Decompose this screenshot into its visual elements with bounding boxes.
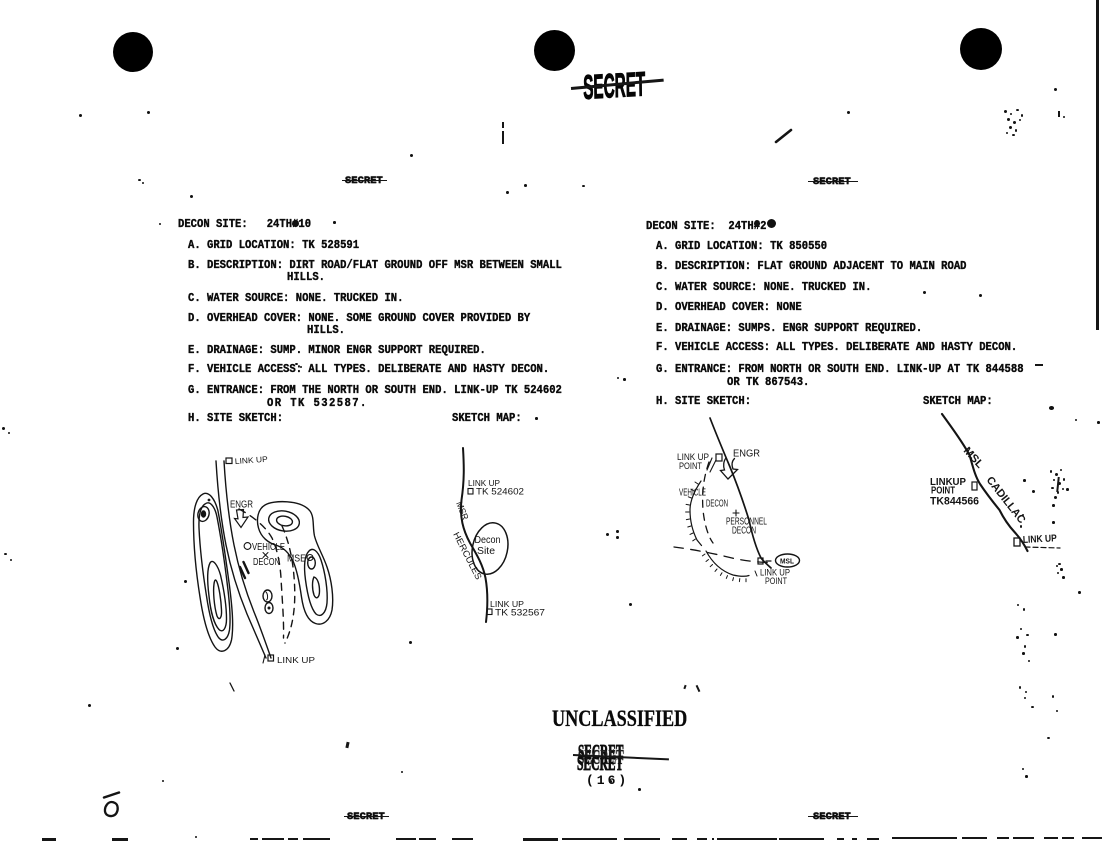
svg-text:VEHICLE: VEHICLE — [679, 488, 706, 499]
svg-text:LINK UP: LINK UP — [760, 568, 790, 578]
svg-text:Decon: Decon — [475, 535, 501, 546]
svg-text:LINK UP: LINK UP — [490, 599, 524, 609]
svg-text:POINT: POINT — [679, 461, 702, 471]
svg-text:LINK UP: LINK UP — [277, 655, 315, 665]
svg-text:DECON: DECON — [253, 557, 280, 568]
svg-text:MSR: MSR — [454, 500, 471, 522]
svg-text:LINK UP: LINK UP — [677, 452, 709, 462]
svg-text:POINT: POINT — [931, 486, 955, 497]
svg-text:TK 524602: TK 524602 — [476, 487, 524, 497]
svg-text:DECON: DECON — [706, 499, 728, 510]
svg-text:LINK UP: LINK UP — [468, 478, 500, 488]
svg-text:CADILLAC: CADILLAC — [984, 474, 1028, 526]
svg-text:TK 532567: TK 532567 — [495, 608, 545, 618]
svg-text:ENGR: ENGR — [733, 449, 760, 460]
svg-text:MSE: MSE — [287, 553, 306, 565]
svg-text:ENGR: ENGR — [230, 500, 253, 511]
svg-text:MSL: MSL — [780, 559, 795, 566]
svg-text:DECON: DECON — [732, 526, 756, 537]
svg-text:LINKUP: LINKUP — [930, 477, 966, 488]
svg-text:LINK UP: LINK UP — [1023, 533, 1058, 546]
svg-text:TK844566: TK844566 — [930, 496, 979, 508]
svg-text:PERSONNEL: PERSONNEL — [726, 517, 767, 528]
svg-text:POINT: POINT — [765, 576, 787, 586]
svg-text:Site: Site — [477, 546, 495, 557]
svg-text:VEHICLE: VEHICLE — [252, 542, 285, 553]
svg-text:LINK UP: LINK UP — [235, 455, 269, 466]
